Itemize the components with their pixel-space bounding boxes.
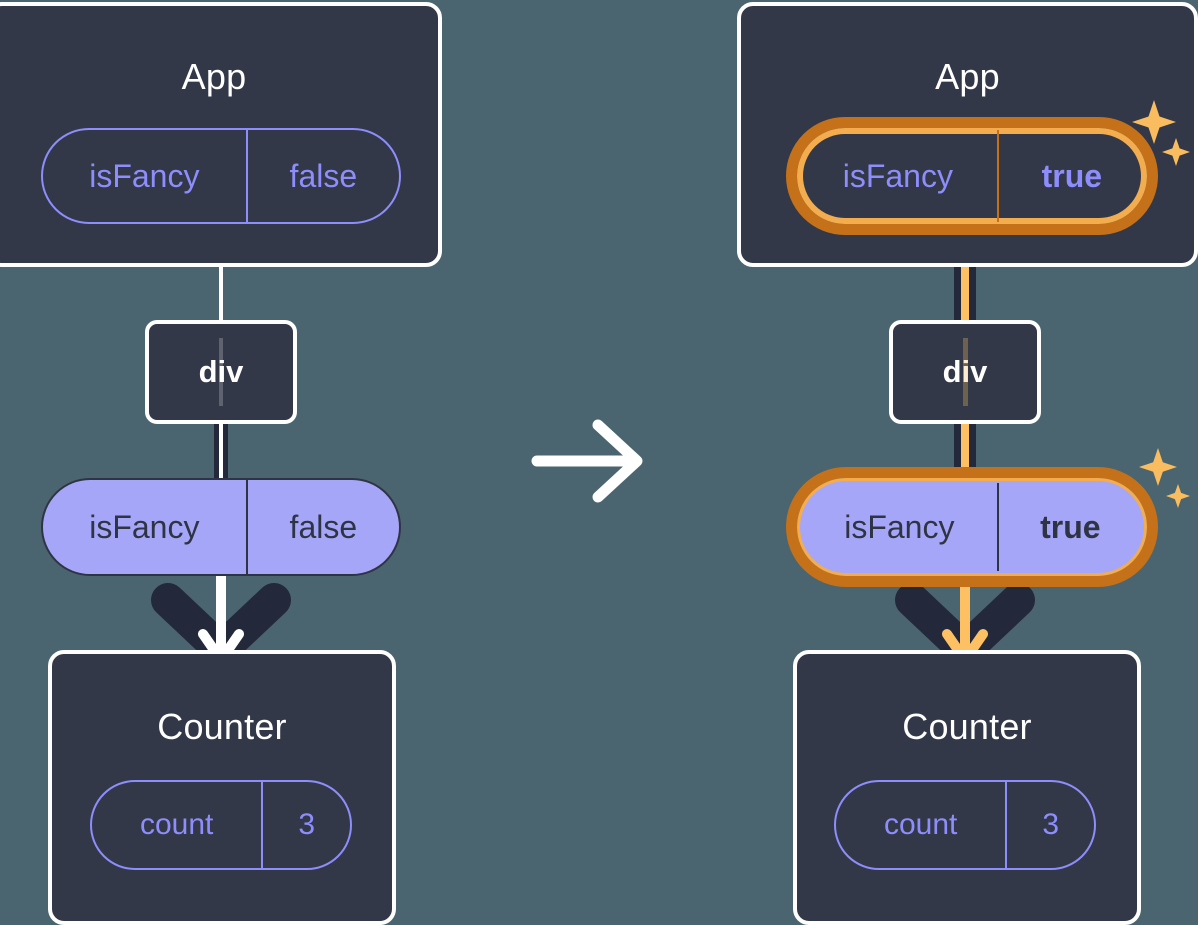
edge-through-div-left [219, 338, 223, 406]
counter-state-value-after: 3 [1005, 782, 1094, 868]
div-node-label-after: div [942, 354, 988, 389]
counter-title-after: Counter [902, 706, 1032, 747]
counter-state-name-after: count [883, 808, 958, 841]
transition-arrow-icon [531, 419, 643, 503]
prop-pill-after[interactable]: isFancy true [800, 481, 1144, 573]
counter-state-value-before: 3 [261, 782, 350, 868]
app-title-before: App [181, 56, 247, 97]
prop-pill-before[interactable]: isFancy false [41, 478, 401, 576]
counter-title-before: Counter [157, 706, 287, 747]
counter-state-name-before: count [139, 808, 214, 841]
prop-value-after: true [996, 483, 1142, 571]
app-state-value-before: false [245, 130, 399, 222]
prop-name-before: isFancy [89, 508, 200, 545]
prop-name-after: isFancy [844, 508, 955, 545]
div-node-after: div [889, 320, 1041, 424]
edge-through-div-right [963, 338, 968, 406]
app-state-value-after: true [996, 130, 1145, 222]
counter-state-pill-after[interactable]: count 3 [834, 780, 1096, 870]
app-state-name-after: isFancy [842, 157, 953, 194]
counter-state-pill-before[interactable]: count 3 [90, 780, 352, 870]
prop-value-before: false [245, 480, 399, 574]
app-state-name-before: isFancy [89, 157, 200, 194]
div-node-label-before: div [198, 354, 244, 389]
div-node-before: div [145, 320, 297, 424]
app-state-pill-before[interactable]: isFancy false [41, 128, 401, 224]
app-state-pill-after[interactable]: isFancy true [797, 128, 1147, 224]
app-title-after: App [935, 56, 1000, 97]
